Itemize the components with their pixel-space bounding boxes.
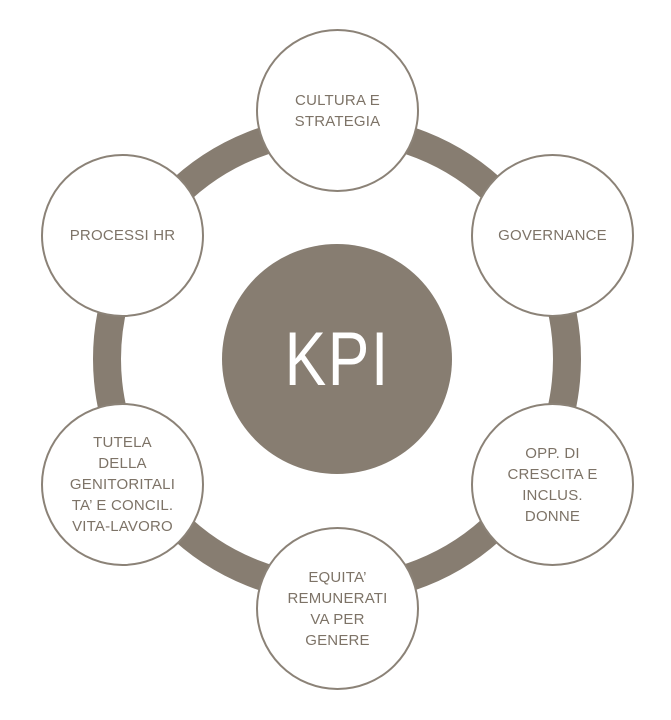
node-governance: GOVERNANCE — [471, 154, 634, 317]
kpi-center-circle: KPI — [222, 244, 452, 474]
node-processi-hr: PROCESSI HR — [41, 154, 204, 317]
node-cultura-e-strategia-label: CULTURA E STRATEGIA — [294, 91, 381, 130]
node-processi-hr-label: PROCESSI HR — [69, 227, 176, 244]
node-opp-crescita-inclus-donne-label: OPP. DI CRESCITA E INCLUS. DONNE — [507, 444, 598, 525]
node-tutela-genitorialita: TUTELA DELLA GENITORITALI TA’ E CONCIL. … — [41, 403, 204, 566]
node-equita-remunerativa-label: EQUITA’ REMUNERATI VA PER GENERE — [287, 568, 388, 649]
kpi-label: KPI — [284, 316, 390, 402]
node-equita-remunerativa: EQUITA’ REMUNERATI VA PER GENERE — [256, 527, 419, 690]
node-opp-crescita-inclus-donne: OPP. DI CRESCITA E INCLUS. DONNE — [471, 403, 634, 566]
node-cultura-e-strategia: CULTURA E STRATEGIA — [256, 29, 419, 192]
node-tutela-genitorialita-label: TUTELA DELLA GENITORITALI TA’ E CONCIL. … — [69, 434, 176, 535]
node-governance-label: GOVERNANCE — [498, 227, 607, 244]
